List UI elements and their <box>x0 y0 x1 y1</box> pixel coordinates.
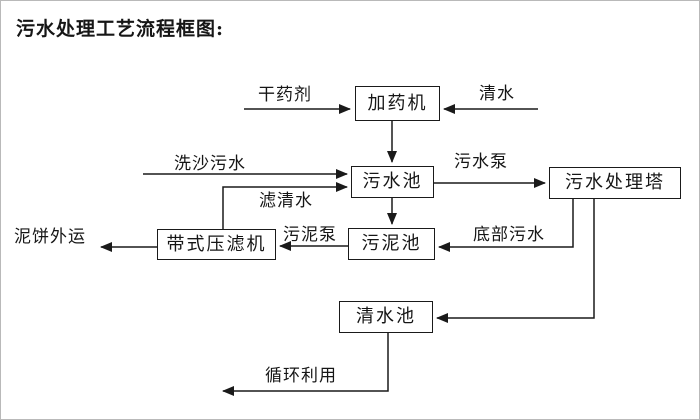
node-clear-water-pool: 清水池 <box>339 301 433 333</box>
edge-label-recycle: 循环利用 <box>265 366 337 386</box>
arrow-recycle <box>222 333 389 396</box>
edge-label-sludge-pump: 污泥泵 <box>283 225 337 245</box>
edge-label-mud-cake-out: 泥饼外运 <box>14 227 86 247</box>
node-belt-filter-press: 带式压滤机 <box>157 229 276 260</box>
edge-label-dry-agent: 干药剂 <box>258 85 312 105</box>
arrow-tower-to-clear-pool <box>436 199 595 323</box>
page-title: 污水处理工艺流程框图: <box>16 18 225 40</box>
arrow-filtered-water <box>222 182 348 229</box>
node-sludge-pool: 污泥池 <box>348 228 435 260</box>
edge-label-clear-water: 清水 <box>479 84 515 104</box>
edge-label-filtered-water: 滤清水 <box>259 191 313 211</box>
node-treatment-tower: 污水处理塔 <box>549 167 681 199</box>
node-sewage-pool: 污水池 <box>351 166 434 198</box>
edge-label-bottom-sewage: 底部污水 <box>473 225 545 245</box>
edge-label-sand-washing-sewage: 洗沙污水 <box>174 154 246 174</box>
node-dosing-machine: 加药机 <box>355 86 440 121</box>
arrow-bottom-sewage <box>438 199 574 252</box>
edge-label-sewage-pump: 污水泵 <box>454 152 508 172</box>
